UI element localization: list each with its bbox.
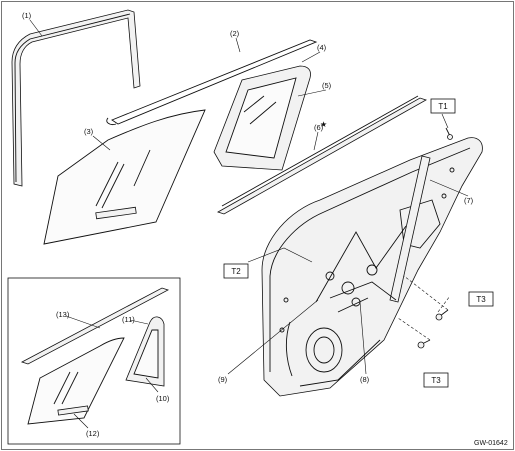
- callout-6: (6): [314, 123, 324, 132]
- bolt-t3-upper: [435, 309, 449, 321]
- inset-box: [7, 277, 181, 445]
- figure-code: GW-01642: [474, 440, 508, 447]
- part-1-glass-run: [11, 9, 141, 187]
- torque-label-t3-lower: T3: [431, 376, 441, 385]
- torque-label-t3-upper: T3: [476, 295, 486, 304]
- callout-3: (3): [84, 127, 94, 136]
- torque-box-t2: T2: [223, 263, 249, 279]
- callout-9: (9): [218, 375, 228, 384]
- callout-10: (10): [156, 394, 170, 403]
- torque-label-t1: T1: [438, 102, 448, 111]
- part-6-belt-molding: [217, 95, 427, 215]
- part-4-5-quarter-window: [213, 65, 311, 171]
- callout-2: (2): [230, 29, 240, 38]
- door-panel: [261, 137, 483, 397]
- part-2-weatherstrip: [106, 39, 318, 125]
- part-7-8-regulator: [315, 155, 431, 313]
- torque-box-t3-upper: T3: [468, 291, 494, 307]
- callout-7: (7): [464, 196, 474, 205]
- torque-box-t3-lower: T3: [423, 372, 449, 388]
- callout-11: (11): [122, 315, 135, 324]
- inset-parts: [20, 287, 170, 425]
- callout-12: (12): [86, 429, 100, 438]
- part-3-door-glass: [43, 109, 206, 245]
- bolt-t3-lower: [417, 339, 431, 349]
- bolt-t1: [445, 127, 453, 140]
- callout-4: (4): [317, 43, 327, 52]
- leader-lines: [29, 19, 469, 429]
- star-mark: ★: [320, 120, 327, 129]
- torque-box-t1: T1: [430, 98, 456, 114]
- callout-1: (1): [22, 11, 32, 20]
- callout-5: (5): [322, 81, 332, 90]
- callout-13: (13): [56, 310, 70, 319]
- callout-8: (8): [360, 375, 370, 384]
- torque-label-t2: T2: [231, 267, 241, 276]
